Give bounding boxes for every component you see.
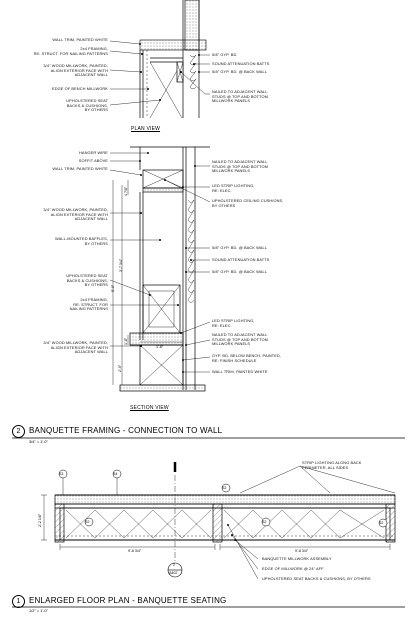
plan-note-gyp: 5/8" GYP. BD.	[212, 52, 238, 57]
plan-note-batts: SOUND ATTENUATION BATTS	[212, 61, 270, 66]
detail-1-number: 1	[12, 595, 25, 608]
elevation-tag-markers	[58, 469, 388, 528]
elevation-tag-s4: S4	[113, 472, 118, 476]
section-dim-overall: 5'-0"	[111, 284, 115, 292]
floor-note-upholstered: UPHOLSTERED SEAT BACKS & CUSHIONS, BY OT…	[262, 576, 371, 581]
floor-note-edge-millwork: EDGE OF MILLWORK @ 24" AFF	[262, 566, 324, 571]
section-note-wall-trim-bottom: WALL TRIM, PAINTED WHITE	[212, 369, 268, 374]
section-note-millwork-upper: 3/4" WOOD MILLWORK, PAINTED, ALIGN EXTER…	[43, 207, 108, 222]
section-view-title: SECTION VIEW	[130, 405, 169, 411]
section-note-led-top: LED STRIP LIGHTING, RE: ELEC.	[212, 183, 255, 193]
floor-dim-depth: 2'-2 1/8"	[38, 513, 42, 527]
section-dim-base: 2'-0"	[118, 364, 122, 372]
elevation-tag-s2-right: S2	[379, 521, 384, 525]
plan-note-nailed: NAILED TO ADJACENT WALL STUDS @ TOP AND …	[212, 89, 269, 104]
detail-1-scale: 1/2" = 1'-0"	[29, 608, 48, 613]
section-note-batts: SOUND ATTENUATION BATTS	[212, 257, 270, 262]
section-note-gyp-below: GYP. BD. BELOW BENCH, PAINTED, RE: FINIS…	[212, 353, 282, 363]
detail-2-scale: 3/4" = 1'-0"	[29, 439, 48, 444]
plan-note-framing: 2x4 FRAMING, RE: STRUCT. FOR NAILING PAT…	[33, 46, 108, 56]
floor-note-strip-lighting: STRIP LIGHTING ALONG BACK PERIMETER, ALL…	[302, 460, 362, 470]
plan-note-wall-trim: WALL TRIM, PAINTED WHITE	[52, 37, 108, 42]
floor-dim-left-span: 9'-8 3/4"	[128, 549, 142, 553]
section-dim-middle: 3'-7 3/4"	[119, 258, 123, 272]
floor-dim-right-span: 9'-8 3/4"	[295, 549, 309, 553]
section-dim-top: 4 7/8"	[124, 186, 128, 196]
section-note-led-bottom: LED STRIP LIGHTING, RE: ELEC.	[212, 318, 255, 328]
plan-note-upholstered: UPHOLSTERED SEAT BACKS & CUSHIONS, BY OT…	[66, 98, 108, 113]
elevation-tag-s2-left: S2	[85, 520, 90, 524]
section-dim-seat: 1'-8"	[124, 337, 128, 345]
section-view-drawing	[112, 146, 210, 392]
floor-plan-drawing	[41, 462, 396, 563]
detail-1-title: ENLARGED FLOOR PLAN - BANQUETTE SEATING	[29, 596, 227, 605]
plan-note-gyp-back: 5/8" GYP. BD. @ BACK WALL	[212, 69, 267, 74]
section-note-soffit: SOFFIT ABOVE	[78, 158, 108, 163]
section-reference-marker	[167, 562, 183, 578]
plan-view-title: PLAN VIEW	[131, 126, 161, 132]
section-note-nailed-bottom: NAILED TO ADJACENT WALL STUDS @ TOP AND …	[212, 332, 269, 347]
section-note-gyp-back-1: 5/8" GYP. BD. @ BACK WALL	[212, 245, 267, 250]
section-note-hanger: HANGER WIRE	[79, 150, 108, 155]
section-note-millwork-lower: 3/4" WOOD MILLWORK, PAINTED, ALIGN EXTER…	[43, 340, 108, 355]
plan-note-millwork: 3/4" WOOD MILLWORK, PAINTED, ALIGN EXTER…	[43, 63, 108, 78]
section-note-ceiling-cushions: UPHOLSTERED CEILING CUSHIONS, BY OTHERS	[212, 198, 284, 208]
section-note-gyp-back-2: 5/8" GYP. BD. @ BACK WALL	[212, 269, 267, 274]
elevation-tag-s3: S3	[59, 472, 64, 476]
plan-view-leaders	[109, 40, 210, 106]
floor-note-millwork-assembly: BANQUETTE MILLWORK ASSEMBLY	[262, 556, 332, 561]
plan-note-bench-edge: EDGE OF BENCH MILLWORK	[52, 86, 108, 91]
section-view-leaders	[109, 151, 211, 374]
section-ref-number: 2	[173, 563, 175, 567]
detail-2-title: BANQUETTE FRAMING - CONNECTION TO WALL	[29, 426, 223, 435]
section-note-nailed-top: NAILED TO ADJACENT WALL STUDS @ TOP AND …	[212, 159, 269, 174]
section-note-upholstered: UPHOLSTERED SEAT BACKS & CUSHIONS, BY OT…	[66, 273, 108, 288]
section-note-baffles: WALL-MOUNTED BAFFLES, BY OTHERS	[55, 236, 108, 246]
elevation-tag-s2-top: S2	[222, 486, 227, 490]
section-note-framing: 2x4 FRAMING, RE: STRUCT. FOR NAILING PAT…	[69, 297, 108, 312]
plan-view-drawing	[139, 0, 207, 119]
section-note-wall-trim: WALL TRIM, PAINTED WHITE	[52, 166, 108, 171]
floor-plan-leaders	[226, 465, 396, 580]
detail-2-number: 2	[12, 425, 25, 438]
elevation-tag-s2-mid: S2	[262, 520, 267, 524]
section-ref-sheet: A402	[169, 571, 178, 575]
section-dim-lower: 1'-8"	[156, 345, 164, 349]
